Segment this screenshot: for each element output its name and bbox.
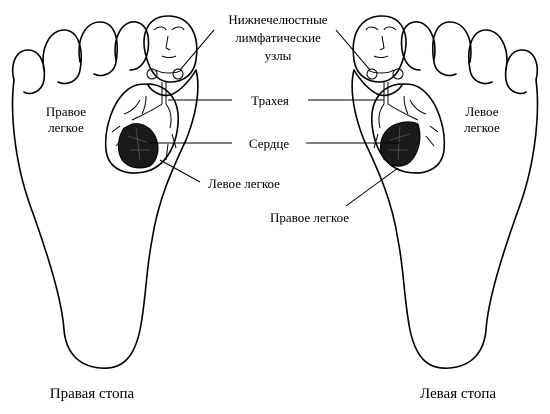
label-left-lung-side-line2: легкое (464, 120, 500, 135)
right-foot (11, 15, 199, 369)
right-foot-toe-4 (42, 29, 82, 85)
label-heart: Сердце (249, 136, 289, 151)
left-foot-trachea (383, 82, 389, 104)
left-foot-big-toe (352, 15, 407, 83)
label-left-lung-center: Левое легкое (208, 176, 280, 191)
left-foot-sole-outline (351, 69, 539, 369)
left-foot-face (365, 26, 397, 74)
left-foot-lymph-node-right (366, 68, 378, 80)
right-foot-trachea (161, 82, 167, 104)
right-foot-sole-outline (11, 69, 199, 369)
right-foot-toe-3 (78, 21, 118, 77)
right-foot-lymph-node-left (146, 68, 158, 80)
label-trachea: Трахея (251, 93, 289, 108)
label-lymph-nodes-line1: Нижнечелюстные (228, 12, 327, 27)
caption-left-foot: Левая стопа (420, 386, 496, 402)
right-foot-big-toe (143, 15, 198, 83)
left-foot (351, 15, 539, 369)
label-right-lung-side-line1: Правое (46, 104, 86, 119)
left-foot-toe-3 (432, 21, 472, 77)
label-right-lung-center: Правое легкое (270, 210, 349, 225)
caption-right-foot: Правая стопа (50, 386, 135, 402)
leader-lines (150, 29, 400, 207)
left-foot-toe-5 (504, 49, 538, 95)
right-foot-face (153, 26, 185, 74)
right-foot-lymph-node-right (172, 68, 184, 80)
right-foot-toe-5 (12, 49, 46, 95)
left-foot-heart (379, 121, 421, 167)
label-lymph-nodes-line2: лимфатические (235, 30, 321, 45)
left-foot-toe-4 (468, 29, 508, 85)
left-foot-lymph-node-left (392, 68, 404, 80)
label-right-lung-side-line2: легкое (48, 120, 84, 135)
label-lymph-nodes-line3: узлы (265, 48, 292, 63)
label-left-lung-side-line1: Левое (466, 104, 499, 119)
